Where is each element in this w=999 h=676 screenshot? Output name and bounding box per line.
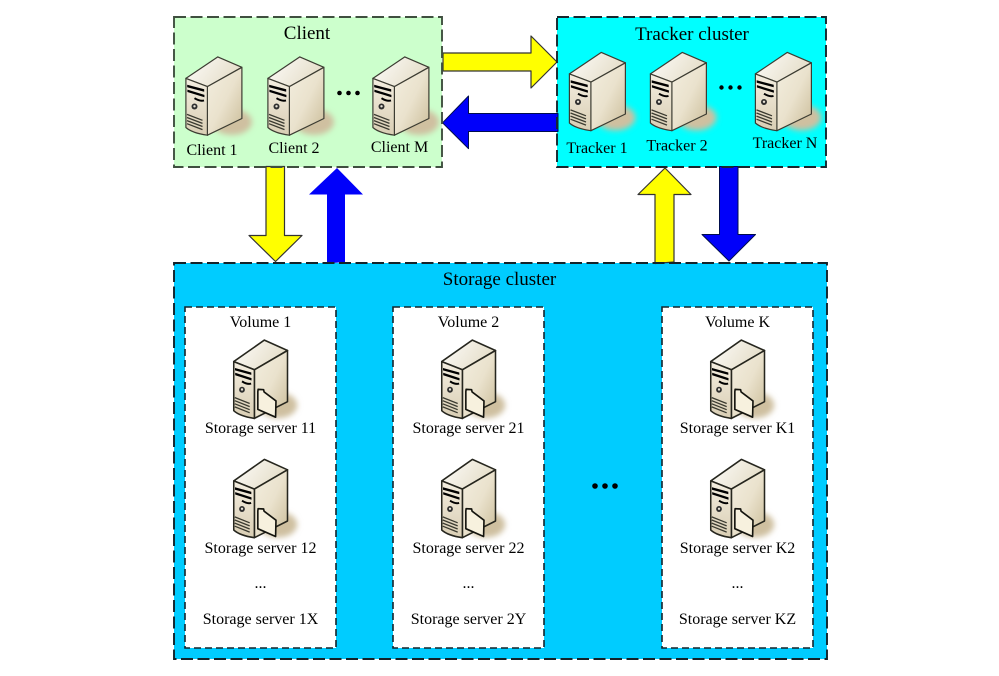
svg-text:Storage server 12: Storage server 12 <box>205 540 317 557</box>
svg-text:Tracker cluster: Tracker cluster <box>635 24 749 45</box>
svg-text:Storage cluster: Storage cluster <box>443 269 557 290</box>
svg-text:Storage server K2: Storage server K2 <box>680 540 796 557</box>
svg-text:...: ... <box>463 575 475 592</box>
svg-text:Volume 1: Volume 1 <box>230 314 291 331</box>
svg-text:Client 2: Client 2 <box>268 140 319 157</box>
svg-text:Client: Client <box>284 23 331 44</box>
svg-text:Storage server 11: Storage server 11 <box>205 420 316 437</box>
svg-text:Storage server K1: Storage server K1 <box>680 420 796 437</box>
svg-text:Tracker 1: Tracker 1 <box>566 140 627 157</box>
svg-text:Storage server 1X: Storage server 1X <box>203 611 319 628</box>
svg-text:Storage server 2Y: Storage server 2Y <box>411 611 527 628</box>
svg-text:Volume K: Volume K <box>705 314 770 331</box>
svg-text:Storage server 22: Storage server 22 <box>413 540 525 557</box>
svg-text:Client 1: Client 1 <box>186 142 237 159</box>
svg-text:Storage server KZ: Storage server KZ <box>679 611 796 628</box>
svg-text:Client M: Client M <box>371 139 428 156</box>
svg-text:...: ... <box>255 575 267 592</box>
svg-text:Storage server 21: Storage server 21 <box>413 420 525 437</box>
svg-text:Tracker 2: Tracker 2 <box>646 138 707 155</box>
svg-text:Volume 2: Volume 2 <box>438 314 499 331</box>
svg-text:Tracker N: Tracker N <box>753 135 818 152</box>
svg-text:...: ... <box>732 575 744 592</box>
